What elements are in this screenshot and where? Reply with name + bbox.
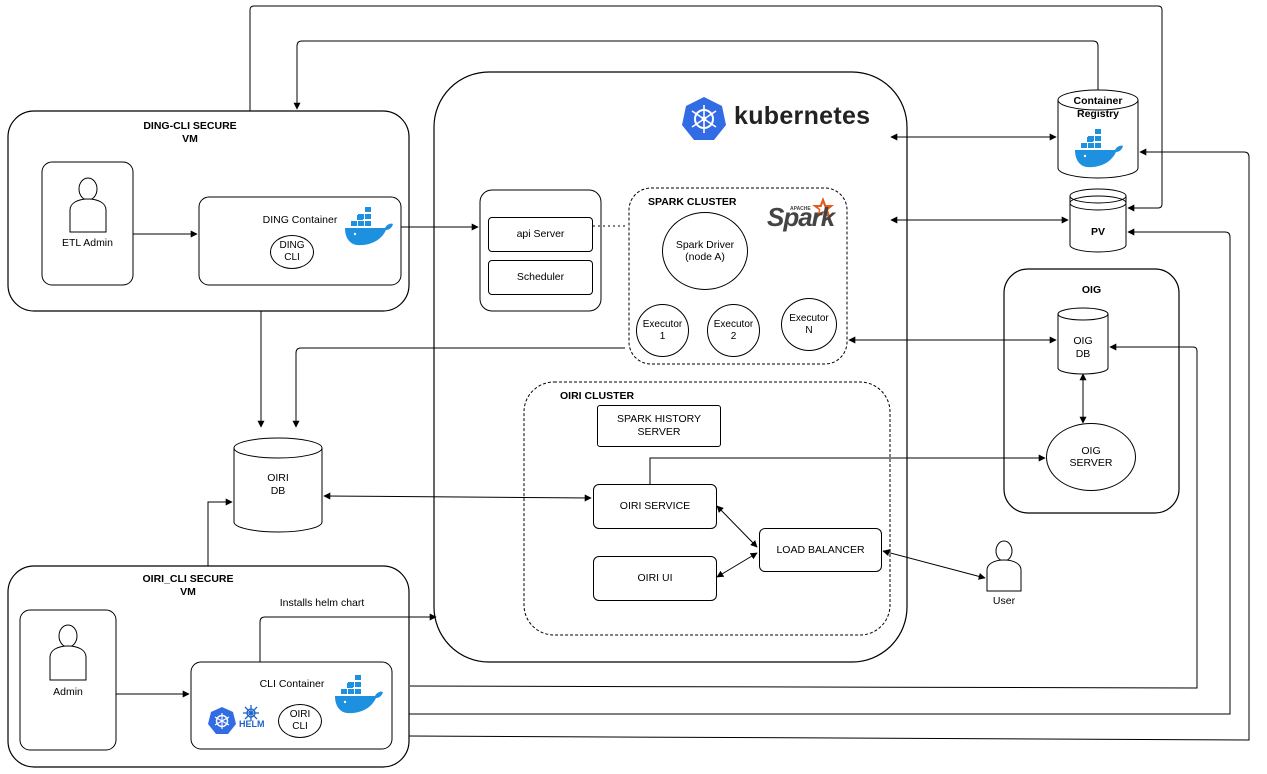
spark-driver-node: Spark Driver (node A) xyxy=(662,212,748,290)
cli-container-label: CLI Container xyxy=(259,678,325,690)
admin-person-icon xyxy=(49,624,87,681)
spark-cluster-box xyxy=(628,187,848,365)
pv-cylinder xyxy=(1069,188,1127,253)
ding-vm-box xyxy=(7,110,410,312)
ding-cli-node: DING CLI xyxy=(270,235,314,269)
oiri-service-node: OIRI SERVICE xyxy=(593,484,717,529)
kubernetes-logo-icon xyxy=(682,97,726,140)
admin-label: Admin xyxy=(53,686,83,698)
kubernetes-small-logo-icon xyxy=(208,707,236,734)
oiri-ui-node: OIRI UI xyxy=(593,556,717,601)
oiri-db-cylinder xyxy=(233,437,323,533)
spark-logo-text: Spark xyxy=(767,202,835,232)
oiri-cli-node: OIRI CLI xyxy=(278,704,322,738)
oiri-service-to-oig-line xyxy=(649,454,1046,484)
vm-to-oig-db-line xyxy=(409,343,1198,689)
installs-helm-label: Installs helm chart xyxy=(279,597,365,609)
executor-1-node: Executor 1 xyxy=(636,304,689,357)
lb-user-line xyxy=(882,549,986,580)
spark-star-icon xyxy=(812,197,834,219)
ding-container-label: DING Container xyxy=(262,214,338,226)
oig-box xyxy=(1003,268,1180,514)
user-person-icon xyxy=(986,540,1022,592)
etl-admin-label: ETL Admin xyxy=(62,237,113,249)
pv-label: PV xyxy=(1090,226,1105,238)
service-lb-line xyxy=(716,505,758,548)
oig-title: OIG xyxy=(1081,284,1102,296)
spark-to-oiri-db-line xyxy=(292,347,625,428)
oig-server-node: OIG SERVER xyxy=(1046,423,1136,491)
api-server-node: api Server xyxy=(488,217,593,252)
oiri-db-label: OIRI DB xyxy=(267,472,289,497)
spark-cluster-title: SPARK CLUSTER xyxy=(648,196,737,208)
ui-lb-line xyxy=(716,552,758,578)
helm-wheel-icon xyxy=(243,705,259,721)
scheduler-node: Scheduler xyxy=(488,260,593,295)
spark-logo-small-text: APACHE xyxy=(790,206,811,212)
oiri-vm-to-db-line xyxy=(207,498,233,566)
ding-to-pv-line xyxy=(249,5,1163,212)
oiri-cluster-title: OIRI CLUSTER xyxy=(560,390,635,402)
oiri-db-service-line xyxy=(323,492,592,502)
ding-vm-title: DING-CLI SECURE VM xyxy=(143,120,237,145)
oiri-vm-title: OIRI_CLI SECURE VM xyxy=(142,573,234,598)
container-registry-label: Container Registry xyxy=(1073,95,1123,120)
oig-db-label: OIG DB xyxy=(1073,335,1093,360)
user-label: User xyxy=(992,595,1016,607)
executor-2-node: Executor 2 xyxy=(707,304,760,357)
load-balancer-node: LOAD BALANCER xyxy=(759,528,882,572)
oiri-cluster-box xyxy=(523,381,891,636)
vm-to-registry-line xyxy=(408,148,1250,741)
installs-helm-line xyxy=(259,613,437,662)
vm-to-pv-line xyxy=(409,228,1231,715)
etl-admin-person-icon xyxy=(69,177,107,233)
kubernetes-title: kubernetes xyxy=(734,102,871,130)
oig-db-cylinder xyxy=(1057,307,1109,375)
kubernetes-box xyxy=(433,71,908,663)
helm-logo-text: HELM xyxy=(239,719,265,729)
executor-n-node: Executor N xyxy=(781,298,837,351)
spark-history-node: SPARK HISTORY SERVER xyxy=(597,405,721,447)
registry-to-ding-line xyxy=(293,40,1099,110)
